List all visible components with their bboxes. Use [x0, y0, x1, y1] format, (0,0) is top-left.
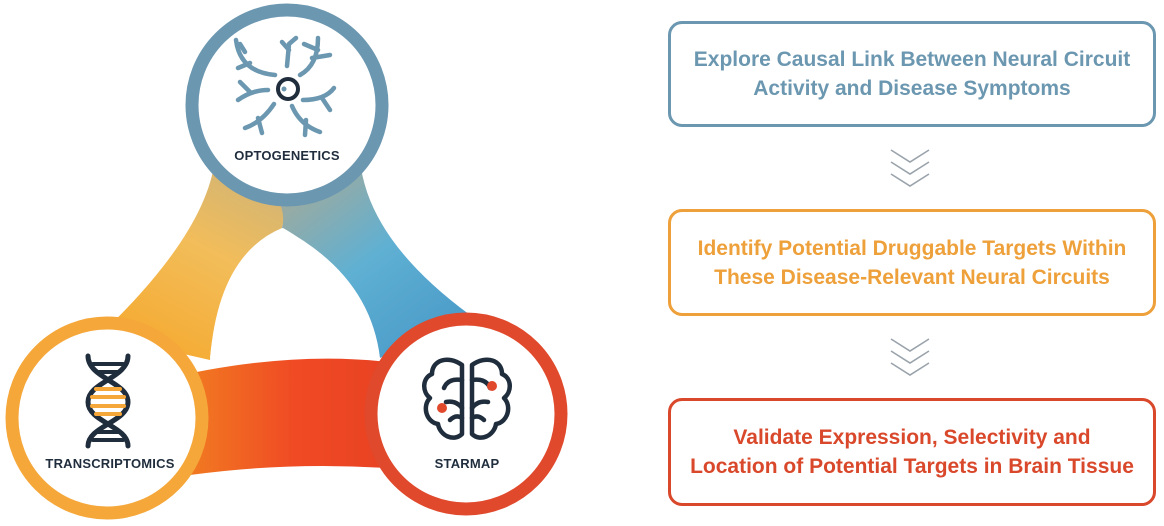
optogenetics-label: OPTOGENETICS: [234, 148, 340, 163]
transcriptomics-label: TRANSCRIPTOMICS: [45, 456, 174, 471]
starmap-ring: [364, 312, 568, 516]
step-text: Identify Potential Druggable Targets Wit…: [697, 236, 1127, 289]
optogenetics-ring: [185, 3, 389, 207]
neuron-nucleus-icon: [276, 77, 300, 101]
neuron-icon: [233, 35, 337, 138]
step-box-identify: Identify Potential Druggable Targets Wit…: [668, 209, 1156, 316]
transcriptomics-ring: [5, 316, 209, 520]
brain-marker-dot: [487, 381, 497, 391]
step-box-explore: Explore Causal Link Between Neural Circu…: [668, 21, 1156, 127]
ribbon-inner-hole: [210, 228, 362, 358]
brain-icon: [422, 357, 512, 440]
node-optogenetics: OPTOGENETICS: [185, 3, 389, 207]
node-starmap: STARMAP: [364, 312, 568, 516]
brain-marker-dot: [437, 403, 447, 413]
ribbon-left-to-top: [100, 160, 330, 360]
step-box-validate: Validate Expression, Selectivity and Loc…: [668, 398, 1156, 506]
dna-helix-icon: [85, 353, 131, 449]
step-text: Validate Expression, Selectivity and Loc…: [690, 426, 1134, 478]
technology-triangle-diagram: OPTOGENETICS TRANSCRIPTOMICS STARM: [5, 3, 568, 520]
chevrons-down-icon: [890, 149, 930, 187]
ribbon-top-to-right: [245, 160, 470, 358]
ribbon-bottom: [160, 358, 412, 475]
node-transcriptomics: TRANSCRIPTOMICS: [5, 316, 209, 520]
step-text: Explore Causal Link Between Neural Circu…: [693, 48, 1131, 100]
connection-ribbon: [100, 160, 470, 475]
chevrons-down-icon: [890, 338, 930, 376]
starmap-label: STARMAP: [435, 456, 500, 471]
